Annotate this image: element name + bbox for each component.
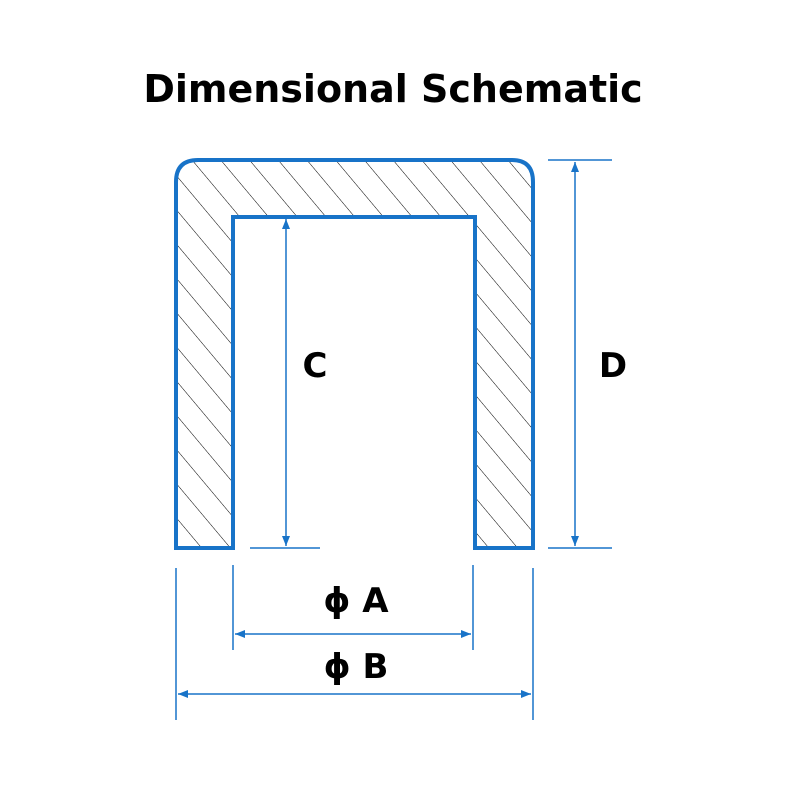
label-d: D <box>599 346 627 386</box>
label-phi-b: ϕ B <box>324 647 389 687</box>
cap-cross-section <box>174 158 535 550</box>
label-c: C <box>303 346 328 386</box>
label-phi-a: ϕ A <box>323 581 389 621</box>
diagram-title: Dimensional Schematic <box>143 67 642 111</box>
